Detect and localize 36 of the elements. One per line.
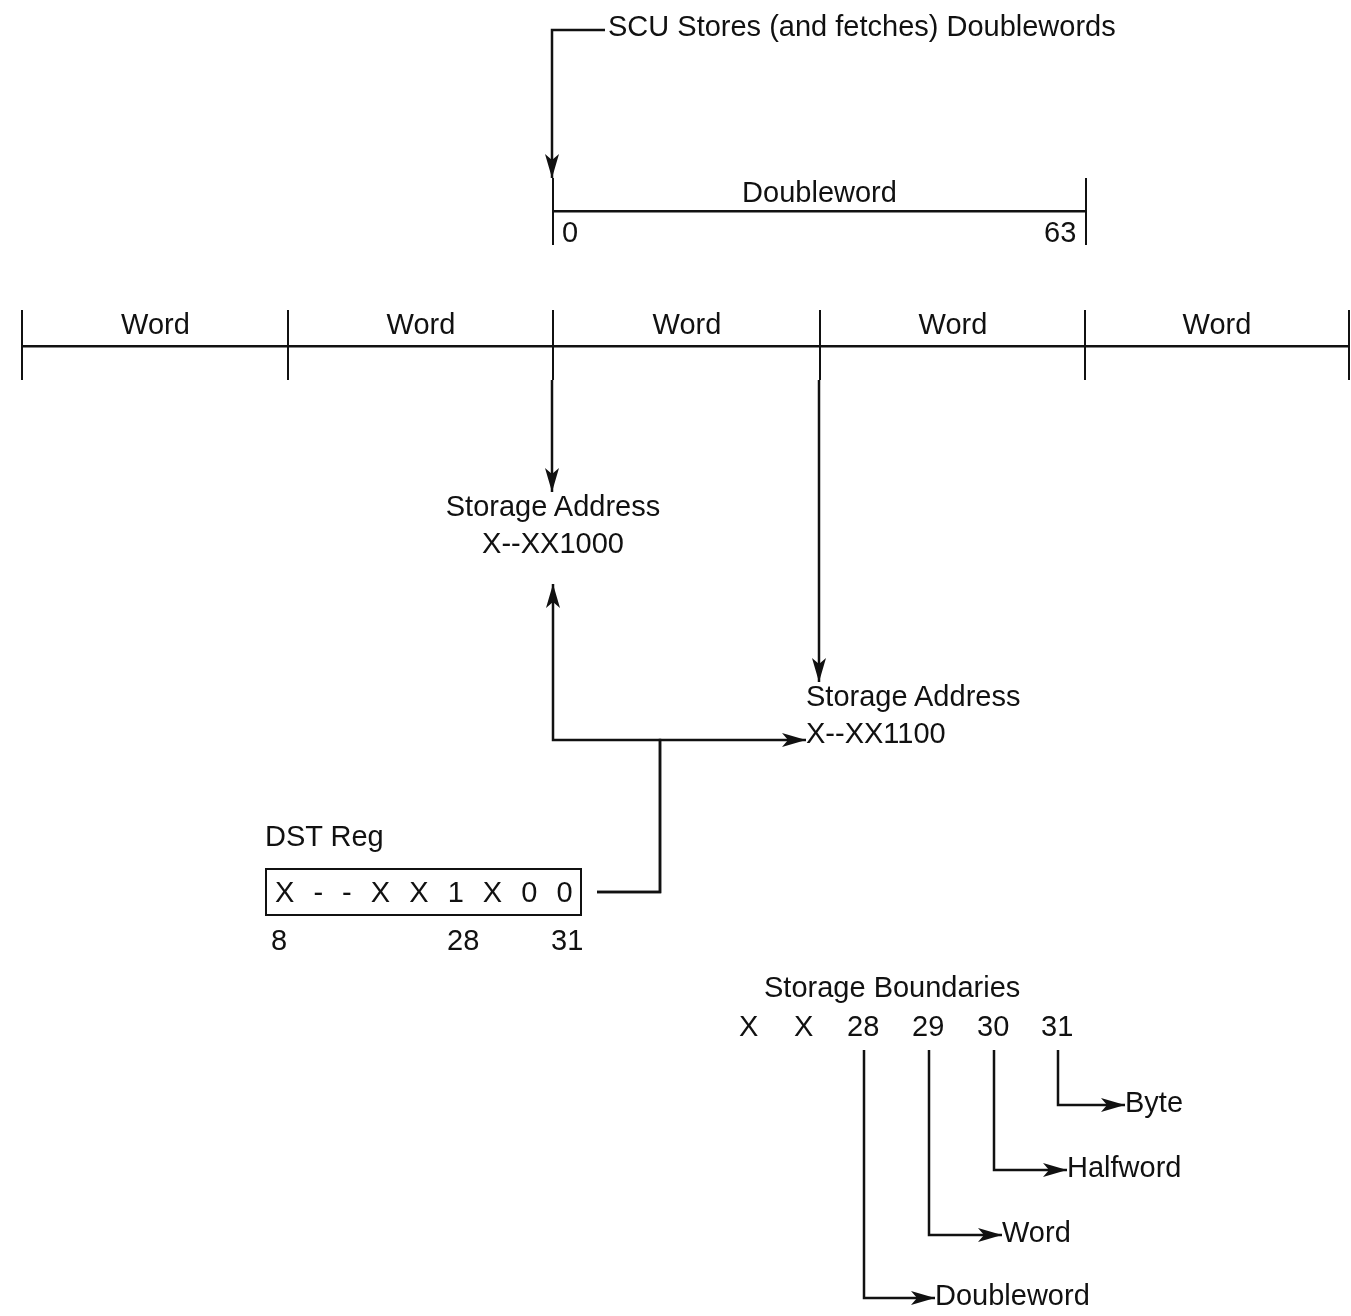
bit-number: 28: [847, 1012, 881, 1046]
bit-number: 8: [271, 926, 288, 955]
arrow: [862, 1050, 935, 1305]
bit-number: 31: [1041, 1012, 1075, 1046]
bit-number: 63: [1044, 218, 1077, 247]
arrow: [545, 380, 559, 492]
arrow: [545, 28, 605, 178]
bit-number: 28: [447, 926, 480, 955]
bit-letter: X: [793, 1010, 815, 1043]
arrow: [812, 380, 826, 682]
bit-number: 0: [562, 218, 579, 247]
arrow: [597, 733, 806, 894]
word-field: Word: [287, 310, 553, 380]
word-field: Word: [819, 310, 1085, 380]
bit-number: 31: [551, 926, 584, 955]
boundary-label: Halfword: [1067, 1153, 1207, 1187]
word-field: Word: [552, 310, 820, 380]
arrow: [992, 1050, 1067, 1177]
bit-number: 29: [912, 1012, 946, 1046]
address-value: X--XX1000: [481, 529, 625, 558]
annotation-text: SCU Stores (and fetches) Doublewords: [608, 12, 1188, 48]
boundary-label: Byte: [1125, 1088, 1205, 1122]
word-field: Word: [21, 310, 288, 380]
address-label: Storage Address: [444, 492, 662, 521]
boundary-label: Doubleword: [935, 1281, 1110, 1315]
register-bits: X - - X X 1 X 0 0: [275, 878, 573, 907]
heading: Storage Boundaries: [764, 973, 1021, 1002]
bit-number: 30: [977, 1012, 1011, 1046]
arrow: [1056, 1050, 1125, 1112]
address-label: Storage Address: [806, 682, 1022, 711]
word-field: Word: [1084, 310, 1350, 380]
bit-letter: X: [738, 1010, 760, 1043]
arrow: [927, 1050, 1002, 1242]
register-label: DST Reg: [265, 822, 384, 851]
address-value: X--XX1100: [806, 719, 947, 748]
boundary-label: Word: [1002, 1218, 1082, 1252]
